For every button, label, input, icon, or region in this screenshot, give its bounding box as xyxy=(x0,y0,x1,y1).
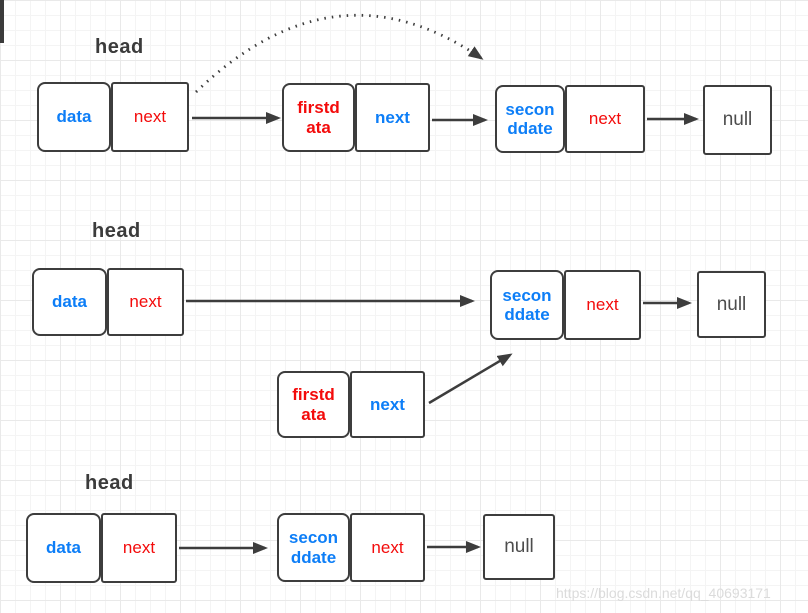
head-label-row1: head xyxy=(95,36,144,58)
node-cell-data: data xyxy=(32,268,107,336)
dotted-bypass-arc xyxy=(195,13,484,94)
node-head-row3: data next xyxy=(26,513,177,583)
node-seconddate-row3: secon ddate next xyxy=(277,513,425,582)
node-firstdata-row1: firstd ata next xyxy=(282,83,430,152)
null-box-row1: null xyxy=(703,85,772,155)
node-cell-next: next xyxy=(564,270,641,340)
node-cell-next: next xyxy=(111,82,189,152)
node-head-row2: data next xyxy=(32,268,184,336)
node-cell-next: next xyxy=(565,85,645,153)
node-cell-next: next xyxy=(350,371,425,438)
node-firstdata-row2: firstd ata next xyxy=(277,371,425,438)
node-cell-data: data xyxy=(26,513,101,583)
clipped-shape-fragment xyxy=(0,0,4,43)
node-head-row1: data next xyxy=(37,82,189,152)
node-cell-next: next xyxy=(350,513,425,582)
head-label-row3: head xyxy=(85,472,134,494)
node-cell-data: secon ddate xyxy=(277,513,350,582)
null-box-row3: null xyxy=(483,514,555,580)
node-cell-data: secon ddate xyxy=(490,270,564,340)
null-box-row2: null xyxy=(697,271,766,338)
node-cell-next: next xyxy=(355,83,430,152)
node-cell-data: firstd ata xyxy=(282,83,355,152)
node-cell-next: next xyxy=(101,513,177,583)
arrow-r2-firstdata-to-seconddate xyxy=(428,353,513,405)
node-cell-data: secon ddate xyxy=(495,85,565,153)
node-cell-data: data xyxy=(37,82,111,152)
csdn-watermark: https://blog.csdn.net/qq_40693171 xyxy=(556,585,771,601)
node-seconddate-row1: secon ddate next xyxy=(495,85,645,153)
head-label-row2: head xyxy=(92,220,141,242)
node-cell-next: next xyxy=(107,268,184,336)
node-cell-data: firstd ata xyxy=(277,371,350,438)
node-seconddate-row2: secon ddate next xyxy=(490,270,641,340)
